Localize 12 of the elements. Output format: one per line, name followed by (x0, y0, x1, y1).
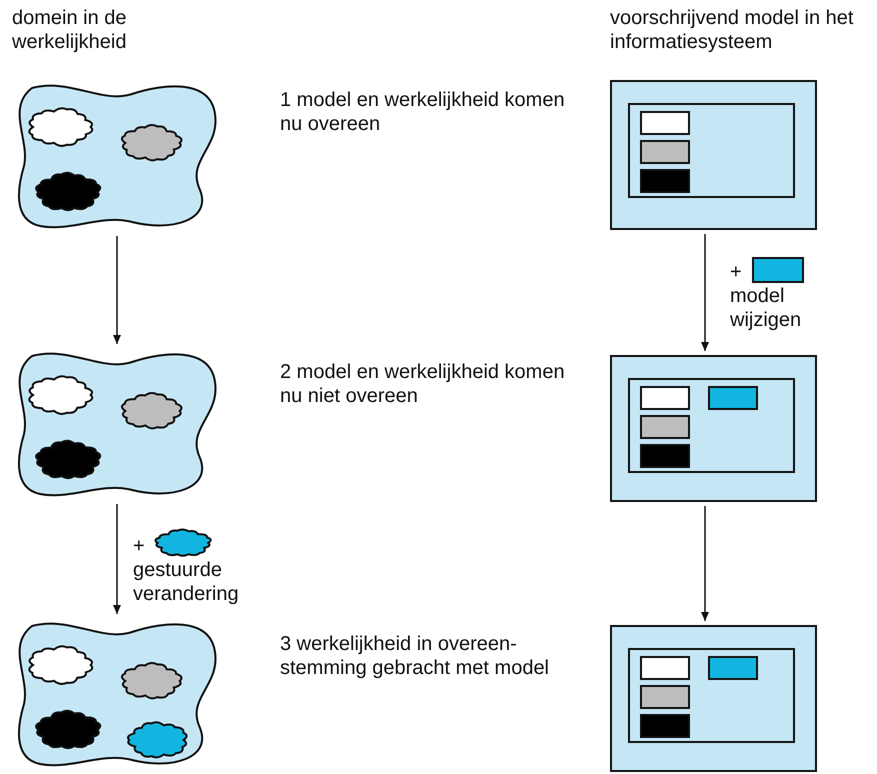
step-description: 3 werkelijkheid in overeen-stemming gebracht met model (280, 632, 550, 680)
step-description: 2 model en werkelijkheid komen nu niet overeen (280, 360, 566, 408)
arrow (701, 234, 709, 351)
column-heading: domein in de werkelijkheid (12, 6, 128, 54)
column-heading: voorschrijvend model in het informatiesysteem (610, 6, 854, 54)
arrow (113, 504, 121, 614)
step-description: 1 model en werkelijkheid komen nu overeen (280, 88, 566, 136)
arrow (701, 506, 709, 621)
model-window (610, 80, 817, 230)
arrow (113, 236, 121, 344)
model-window (610, 355, 817, 502)
model-window (610, 625, 817, 772)
